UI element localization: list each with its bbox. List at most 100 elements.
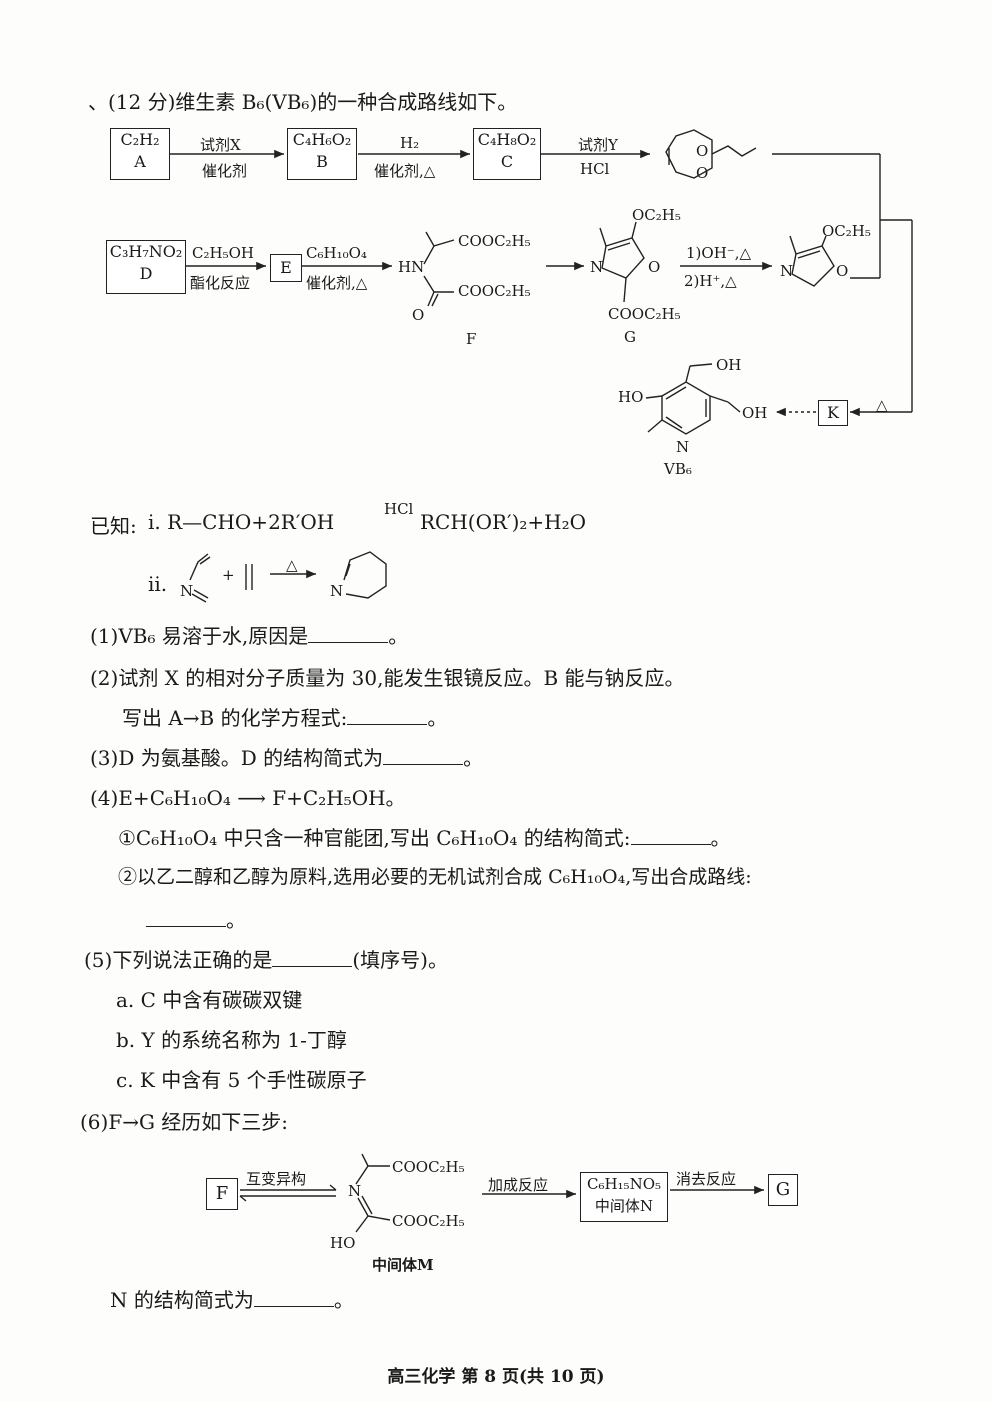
question-2b-end: 。 [427, 706, 448, 730]
answer-blank-3[interactable] [383, 746, 464, 765]
reagent-x-label: 试剂X [200, 136, 241, 154]
compound-A-box: C₂H₂ A [110, 128, 170, 180]
q6-F-box: F [206, 1178, 238, 1210]
compound-B-label: B [316, 152, 328, 171]
known-eq2-cond: △ [286, 556, 298, 574]
F-cooc2h5-bottom: COOC₂H₅ [458, 282, 531, 300]
G-oc2h5: OC₂H₅ [632, 206, 681, 224]
answer-blank-5[interactable] [272, 948, 353, 967]
answer-blank-4b[interactable] [146, 908, 226, 927]
q6-elimination-label: 消去反应 [676, 1170, 737, 1188]
vb6-N: N [676, 438, 690, 456]
question-6-end-dot: 。 [333, 1288, 354, 1312]
question-1-text: (1)VB₆ 易溶于水,原因是 [90, 624, 309, 648]
question-4b-end: 。 [226, 908, 246, 932]
question-2b: 写出 A→B 的化学方程式: 。 [122, 702, 447, 731]
reagent-y-label: 试剂Y [578, 136, 618, 154]
synthesis-route-diagram [170, 129, 913, 435]
q6-G-label: G [775, 1179, 791, 1200]
known-eq2-diagram [189, 551, 387, 603]
q6-tautomer-label: 互变异构 [246, 1170, 307, 1188]
question-4b: ②以乙二醇和乙醇为原料,选用必要的无机试剂合成 C₆H₁₀O₄,写出合成路线: [118, 866, 752, 888]
vb6-oh1: OH [716, 356, 742, 374]
known-eq1-product: RCH(OR′)₂+H₂O [420, 510, 587, 534]
q6-M-label: 中间体M [372, 1256, 434, 1274]
q6-M-bottom: COOC₂H₅ [392, 1212, 465, 1230]
compound-B-box: C₄H₆O₂ B [287, 128, 357, 180]
G-O: O [648, 258, 661, 276]
q6-M-N: N [348, 1182, 362, 1200]
cat-heat-label-2: 催化剂,△ [306, 274, 368, 292]
F-HN: HN [398, 258, 425, 276]
q6-M-top: COOC₂H₅ [392, 1158, 465, 1176]
page-footer: 高三化学 第 8 页(共 10 页) [387, 1367, 605, 1387]
known-eq1: i. R—CHO+2R′OH [148, 510, 335, 534]
answer-blank-1[interactable] [308, 624, 389, 643]
question-5: (5)下列说法正确的是 (填序号)。 [84, 944, 448, 973]
known-label: 已知: [90, 514, 137, 538]
H-O: O [836, 262, 849, 280]
esterification-label: 酯化反应 [190, 274, 251, 292]
question-6: (6)F→G 经历如下三步: [80, 1110, 289, 1134]
q6-G-box: G [768, 1174, 798, 1206]
q6-F-label: F [215, 1183, 229, 1204]
step1-label: 1)OH⁻,△ [686, 244, 751, 262]
known-eq1-cond: HCl [384, 500, 414, 518]
q6-N-formula: C₆H₁₅NO₅ [586, 1175, 662, 1193]
question-4a-text: ①C₆H₁₀O₄ 中只含一种官能团,写出 C₆H₁₀O₄ 的结构简式: [118, 826, 631, 850]
q6-M-HO: HO [330, 1234, 356, 1252]
q6-diagram [239, 1153, 764, 1233]
compound-D-box: C₃H₇NO₂ D [106, 240, 186, 294]
answer-blank-4a[interactable] [630, 826, 711, 845]
compound-B-formula: C₄H₆O₂ [292, 130, 352, 149]
compound-G-label: G [624, 328, 636, 346]
ethanol-label: C₂H₅OH [192, 244, 254, 262]
option-c: c. K 中含有 5 个手性碳原子 [116, 1068, 367, 1092]
step2-label: 2)H⁺,△ [684, 272, 737, 290]
compound-A-label: A [134, 152, 146, 171]
G-N: N [590, 258, 604, 276]
vb6-oh2: OH [742, 404, 768, 422]
q6-N-box: C₆H₁₅NO₅ 中间体N [580, 1172, 668, 1222]
H-oc2h5: OC₂H₅ [822, 222, 871, 240]
question-3: (3)D 为氨基酸。D 的结构简式为。 [90, 742, 483, 771]
q6-N-label: 中间体N [594, 1197, 654, 1215]
vb6-label: VB₆ [664, 460, 692, 478]
answer-blank-2[interactable] [347, 706, 428, 725]
question-5-text: (5)下列说法正确的是 [84, 948, 273, 972]
question-2a: (2)试剂 X 的相对分子质量为 30,能发生银镜反应。B 能与钠反应。 [90, 666, 685, 690]
hcl-label: HCl [580, 160, 610, 178]
question-2b-text: 写出 A→B 的化学方程式: [122, 706, 348, 730]
F-cooc2h5-top: COOC₂H₅ [458, 232, 531, 250]
H-N: N [780, 262, 794, 280]
option-a: a. C 中含有碳碳双键 [116, 988, 303, 1012]
heat-label-K: △ [876, 396, 888, 414]
F-O: O [412, 306, 425, 324]
compound-E-box: E [270, 254, 302, 282]
question-5-end: (填序号)。 [352, 948, 448, 972]
catalyst-label-1: 催化剂 [202, 162, 248, 180]
compound-K-box: K [818, 400, 848, 426]
h2-label: H₂ [400, 134, 420, 152]
answer-blank-6[interactable] [253, 1288, 334, 1307]
question-6-end-text: N 的结构简式为 [110, 1288, 254, 1312]
compound-C-formula: C₄H₈O₂ [477, 130, 537, 149]
question-4b-answer: 。 [146, 904, 246, 933]
acetal-O1: O [696, 142, 709, 160]
question-1: (1)VB₆ 易溶于水,原因是 。 [90, 620, 408, 649]
question-3-end: 。 [463, 746, 484, 770]
compound-C-box: C₄H₈O₂ C [473, 128, 541, 180]
c6h10o4-label: C₆H₁₀O₄ [306, 244, 367, 262]
cat-heat-label-1: 催化剂,△ [374, 162, 436, 180]
G-cooc2h5: COOC₂H₅ [608, 305, 681, 323]
known-eq2-plus: + [222, 566, 235, 584]
compound-A-formula: C₂H₂ [120, 130, 160, 149]
question-4: (4)E+C₆H₁₀O₄ ⟶ F+C₂H₅OH。 [90, 786, 406, 810]
compound-C-label: C [500, 152, 514, 171]
known-eq2-product-N: N [330, 582, 344, 600]
known-eq2-label: ⅱ. [148, 572, 168, 596]
question-4a: ①C₆H₁₀O₄ 中只含一种官能团,写出 C₆H₁₀O₄ 的结构简式:。 [118, 822, 731, 851]
question-1-end: 。 [388, 624, 409, 648]
vb6-ho: HO [618, 388, 644, 406]
compound-K-label: K [827, 403, 839, 422]
